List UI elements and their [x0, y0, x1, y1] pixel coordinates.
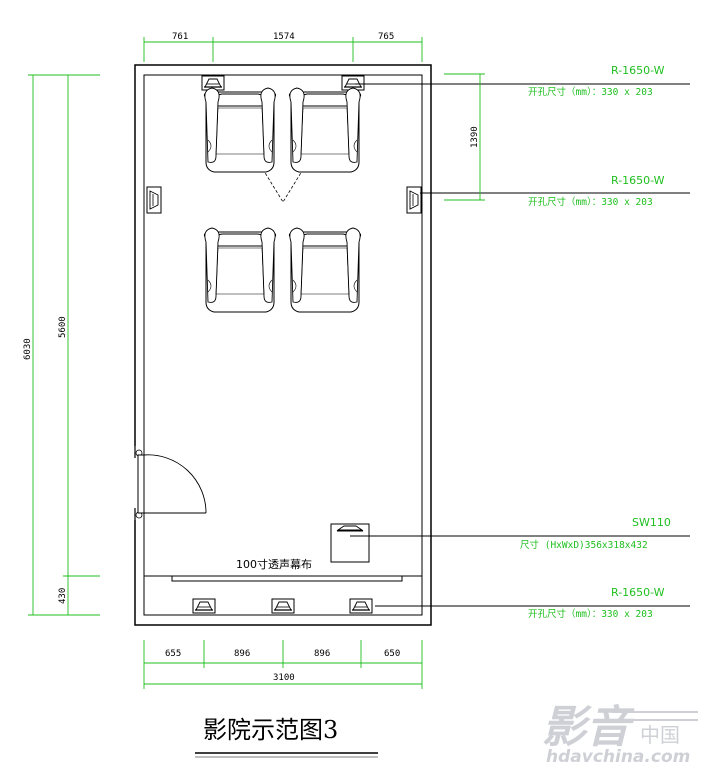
- side-right-speaker-icon: [406, 186, 422, 214]
- callout-model-2: R-1650-W: [611, 174, 665, 187]
- dimension-lines: [28, 37, 485, 689]
- subwoofer-icon: [330, 523, 370, 563]
- svg-text:影音: 影音: [542, 702, 635, 753]
- callout-spec-2: 开孔尺寸（mm）：330 x 203: [528, 196, 653, 208]
- door: [134, 446, 207, 520]
- callout-leaders: [350, 83, 690, 607]
- svg-text:中国: 中国: [640, 723, 680, 747]
- dim-bottom-total: 3100: [273, 673, 295, 683]
- room-inner-wall: [143, 74, 423, 616]
- dim-top-2: 1574: [273, 32, 295, 42]
- screen-center-speaker-icon: [271, 598, 295, 614]
- screen-label: 100寸透声幕布: [236, 557, 312, 571]
- screen-right-speaker-icon: [349, 598, 373, 614]
- diagram-title: 影院示范图3: [203, 716, 338, 744]
- dim-bottom-4: 650: [384, 649, 400, 659]
- screen: [171, 576, 403, 582]
- screen-left-speaker-icon: [192, 598, 216, 614]
- callout-spec-4: 开孔尺寸（mm）：330 x 203: [528, 608, 653, 620]
- dim-left-inner: 5600: [58, 316, 68, 338]
- room-outer-wall: [134, 64, 432, 626]
- callout-model-3: SW110: [632, 516, 671, 529]
- dim-left-bottom: 430: [58, 588, 68, 604]
- side-left-speaker-icon: [146, 186, 162, 214]
- dim-bottom-2: 896: [234, 649, 250, 659]
- callout-model-1: R-1650-W: [611, 64, 665, 77]
- dim-bottom-3: 896: [314, 649, 330, 659]
- seat-front-right: [288, 87, 362, 173]
- svg-text:hdavchina.com: hdavchina.com: [546, 747, 690, 767]
- watermark-logo: 影音 中国 hdavchina.com: [542, 702, 698, 767]
- callout-model-4: R-1650-W: [611, 586, 665, 599]
- dim-top-1: 761: [172, 32, 188, 42]
- seat-rear-right: [288, 227, 362, 313]
- callout-spec-3: 尺寸 (HxWxD)356x318x432: [520, 539, 648, 551]
- seat-rear-left: [203, 227, 277, 313]
- dim-bottom-1: 655: [165, 649, 181, 659]
- seat-front-left: [203, 87, 277, 173]
- dim-left-total: 6030: [23, 338, 33, 360]
- screen-wall: [143, 575, 423, 616]
- dim-right-offset: 1390: [470, 126, 480, 148]
- callout-spec-1: 开孔尺寸（mm）：330 x 203: [528, 86, 653, 98]
- dim-top-3: 765: [378, 32, 394, 42]
